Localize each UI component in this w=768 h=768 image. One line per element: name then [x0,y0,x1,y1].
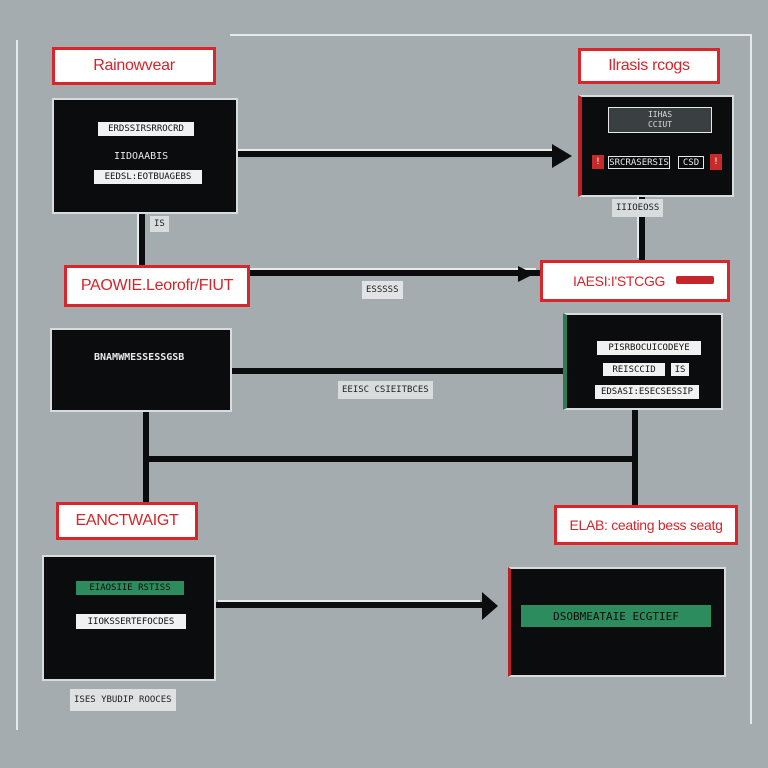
box-b1: ERDSSIRSRROCRD IIDOAABIS EEDSL:EOTBUAGEB… [52,98,238,214]
label-lower-right: ELAB: ceating bess seatg [554,505,738,545]
b4-tag-2: REISCCID [603,363,665,376]
b2-left-icon: ! [592,155,604,169]
b4-tag-3: IS [671,363,689,376]
b3-line-1: BNAMWMESSESSGSB [94,352,185,363]
key-icon [676,276,714,284]
box-b2: IIHAS CCIUT ! SRCRASERSIS CSD ! [578,95,734,197]
arrowhead-b6 [482,592,498,620]
box-b5: EIAOSIIE RSTISS IIOKSSERTEFOCDES [42,555,216,681]
b4-tag-1: PISRBOCUICODEYE [597,341,701,355]
caption-c1: IS [150,216,169,232]
b1-tag-3: EEDSL:EOTBUAGEBS [94,170,202,184]
b5-tag-green: EIAOSIIE RSTISS [76,581,184,595]
b1-line-2: IIDOAABIS [114,151,169,162]
arrowhead-b2 [552,144,572,168]
b4-tag-4: EDSASI:ESECSESSIP [595,385,699,399]
b2-screen-text: IIHAS CCIUT [647,110,673,129]
label-top-right: Ilrasis rcogs [578,48,720,84]
caption-c5: ISES YBUDIP ROOCES [70,689,176,711]
box-b6: DSOBMEATAIE ECGTIEF [508,567,726,677]
label-lower-left: EANCTWAIGT [56,502,198,540]
b6-bar: DSOBMEATAIE ECGTIEF [521,605,711,627]
caption-c3: ESSSSS [362,281,403,299]
b2-right-icon: ! [710,154,722,170]
label-mid-left: PAOWIE.Leorofr/FIUT [64,265,250,307]
caption-c4: EEISC CSIEITBCES [338,381,433,399]
label-top-left: Rainowvear [52,47,216,85]
caption-c2: IIIOEOSS [612,199,664,217]
b2-tag-small: CSD [678,156,704,169]
b1-tag-1: ERDSSIRSRROCRD [98,122,194,136]
frame-top-line [230,34,750,36]
box-b4: PISRBOCUICODEYE REISCCID IS EDSASI:ESECS… [563,313,723,410]
arrowhead-mid [518,266,534,282]
b5-tag-white: IIOKSSERTEFOCDES [76,614,186,629]
frame-right-line [750,34,752,724]
b2-tag-dark: SRCRASERSIS [608,156,670,169]
b2-screen: IIHAS CCIUT [608,107,712,133]
box-b3: BNAMWMESSESSGSB [50,328,232,412]
frame-left-line [16,40,18,730]
